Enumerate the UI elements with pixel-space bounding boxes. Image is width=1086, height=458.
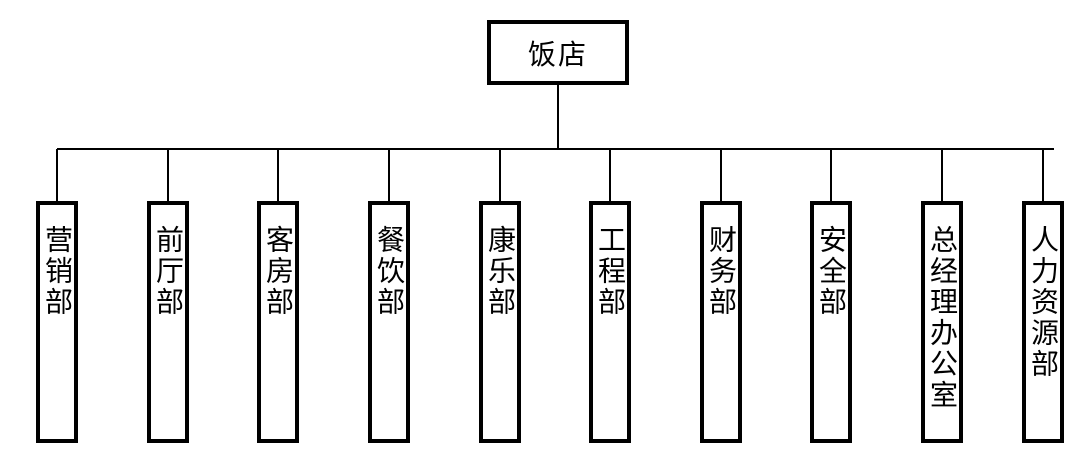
dept-node-label: 康乐部 — [484, 225, 517, 318]
dept-node-label: 营销部 — [41, 225, 74, 318]
dept-node-label: 客房部 — [262, 225, 295, 318]
dept-node-housekeeping: 客房部 — [257, 201, 299, 443]
dept-node-human-resources: 人力资源部 — [1022, 201, 1064, 443]
dept-node-food-beverage: 餐饮部 — [368, 201, 410, 443]
dept-node-security: 安全部 — [810, 201, 852, 443]
dept-node-gm-office: 总经理办公室 — [921, 201, 963, 443]
dept-node-label: 财务部 — [705, 225, 738, 318]
dept-node-label: 总经理办公室 — [926, 225, 959, 411]
dept-node-label: 工程部 — [594, 225, 627, 318]
dept-node-finance: 财务部 — [700, 201, 742, 443]
root-node: 饭店 — [487, 20, 629, 85]
dept-node-label: 人力资源部 — [1027, 225, 1060, 380]
dept-node-label: 安全部 — [815, 225, 848, 318]
dept-node-recreation: 康乐部 — [479, 201, 521, 443]
dept-node-front-office: 前厅部 — [147, 201, 189, 443]
drop-lines — [56, 149, 1044, 201]
dept-node-engineering: 工程部 — [589, 201, 631, 443]
dept-node-label: 餐饮部 — [373, 225, 406, 318]
root-node-label: 饭店 — [527, 37, 588, 71]
dept-node-label: 前厅部 — [152, 225, 185, 318]
dept-node-marketing: 营销部 — [36, 201, 78, 443]
